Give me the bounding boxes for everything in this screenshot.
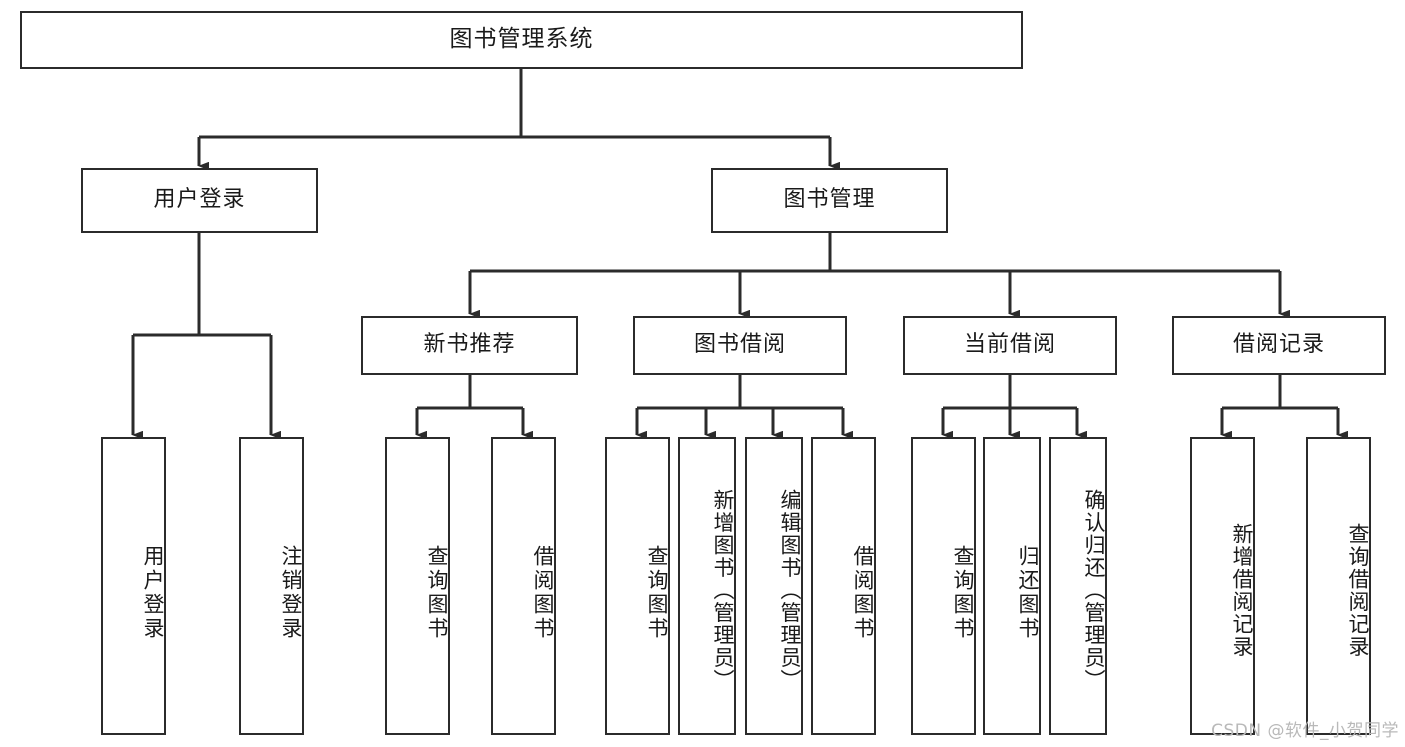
leaf-record-add-record[interactable]: 新增借阅记录 [1190, 437, 1255, 735]
node-label: 借阅记录 [1232, 332, 1325, 358]
node-label: 查询图书 [425, 545, 449, 641]
leaf-current-return-book[interactable]: 归还图书 [983, 437, 1041, 735]
leaf-recommend-borrow-book[interactable]: 借阅图书 [491, 437, 556, 735]
node-borrow-record[interactable]: 借阅记录 [1172, 316, 1386, 375]
node-label: 当前借阅 [963, 332, 1056, 358]
node-book-borrow[interactable]: 图书借阅 [633, 316, 847, 375]
node-label: 图书管理 [783, 187, 876, 213]
node-label: 归还图书 [1016, 545, 1040, 641]
node-label: 图书借阅 [693, 332, 786, 358]
leaf-current-query-book[interactable]: 查询图书 [911, 437, 976, 735]
leaf-current-confirm-return-admin[interactable]: 确认归还（管理员） [1049, 437, 1107, 735]
node-label: 确认归还（管理员） [1082, 488, 1106, 692]
node-label: 用户登录 [141, 545, 165, 641]
node-user-login[interactable]: 用户登录 [81, 168, 318, 233]
leaf-borrow-edit-book-admin[interactable]: 编辑图书（管理员） [745, 437, 803, 735]
node-label: 查询图书 [951, 545, 975, 641]
node-label: 借阅图书 [851, 545, 875, 641]
node-book-management[interactable]: 图书管理 [711, 168, 948, 233]
node-label: 新增图书（管理员） [711, 488, 735, 692]
leaf-user-login-logout[interactable]: 注销登录 [239, 437, 304, 735]
watermark: CSDN @软件_小贺同学 [1211, 721, 1399, 741]
node-new-book-recommend[interactable]: 新书推荐 [361, 316, 578, 375]
node-current-borrow[interactable]: 当前借阅 [903, 316, 1117, 375]
node-label: 编辑图书（管理员） [778, 488, 802, 692]
leaf-borrow-borrow-book[interactable]: 借阅图书 [811, 437, 876, 735]
node-label: 用户登录 [153, 187, 246, 213]
node-label: 查询借阅记录 [1346, 522, 1370, 658]
node-label: 注销登录 [279, 545, 303, 641]
node-label: 图书管理系统 [449, 26, 594, 53]
leaf-borrow-query-book[interactable]: 查询图书 [605, 437, 670, 735]
node-label: 查询图书 [645, 545, 669, 641]
leaf-user-login-login[interactable]: 用户登录 [101, 437, 166, 735]
node-label: 借阅图书 [531, 545, 555, 641]
leaf-borrow-add-book-admin[interactable]: 新增图书（管理员） [678, 437, 736, 735]
node-label: 新增借阅记录 [1230, 522, 1254, 658]
leaf-recommend-query-book[interactable]: 查询图书 [385, 437, 450, 735]
node-label: 新书推荐 [423, 332, 516, 358]
node-root-system[interactable]: 图书管理系统 [20, 11, 1023, 69]
leaf-record-query-record[interactable]: 查询借阅记录 [1306, 437, 1371, 735]
